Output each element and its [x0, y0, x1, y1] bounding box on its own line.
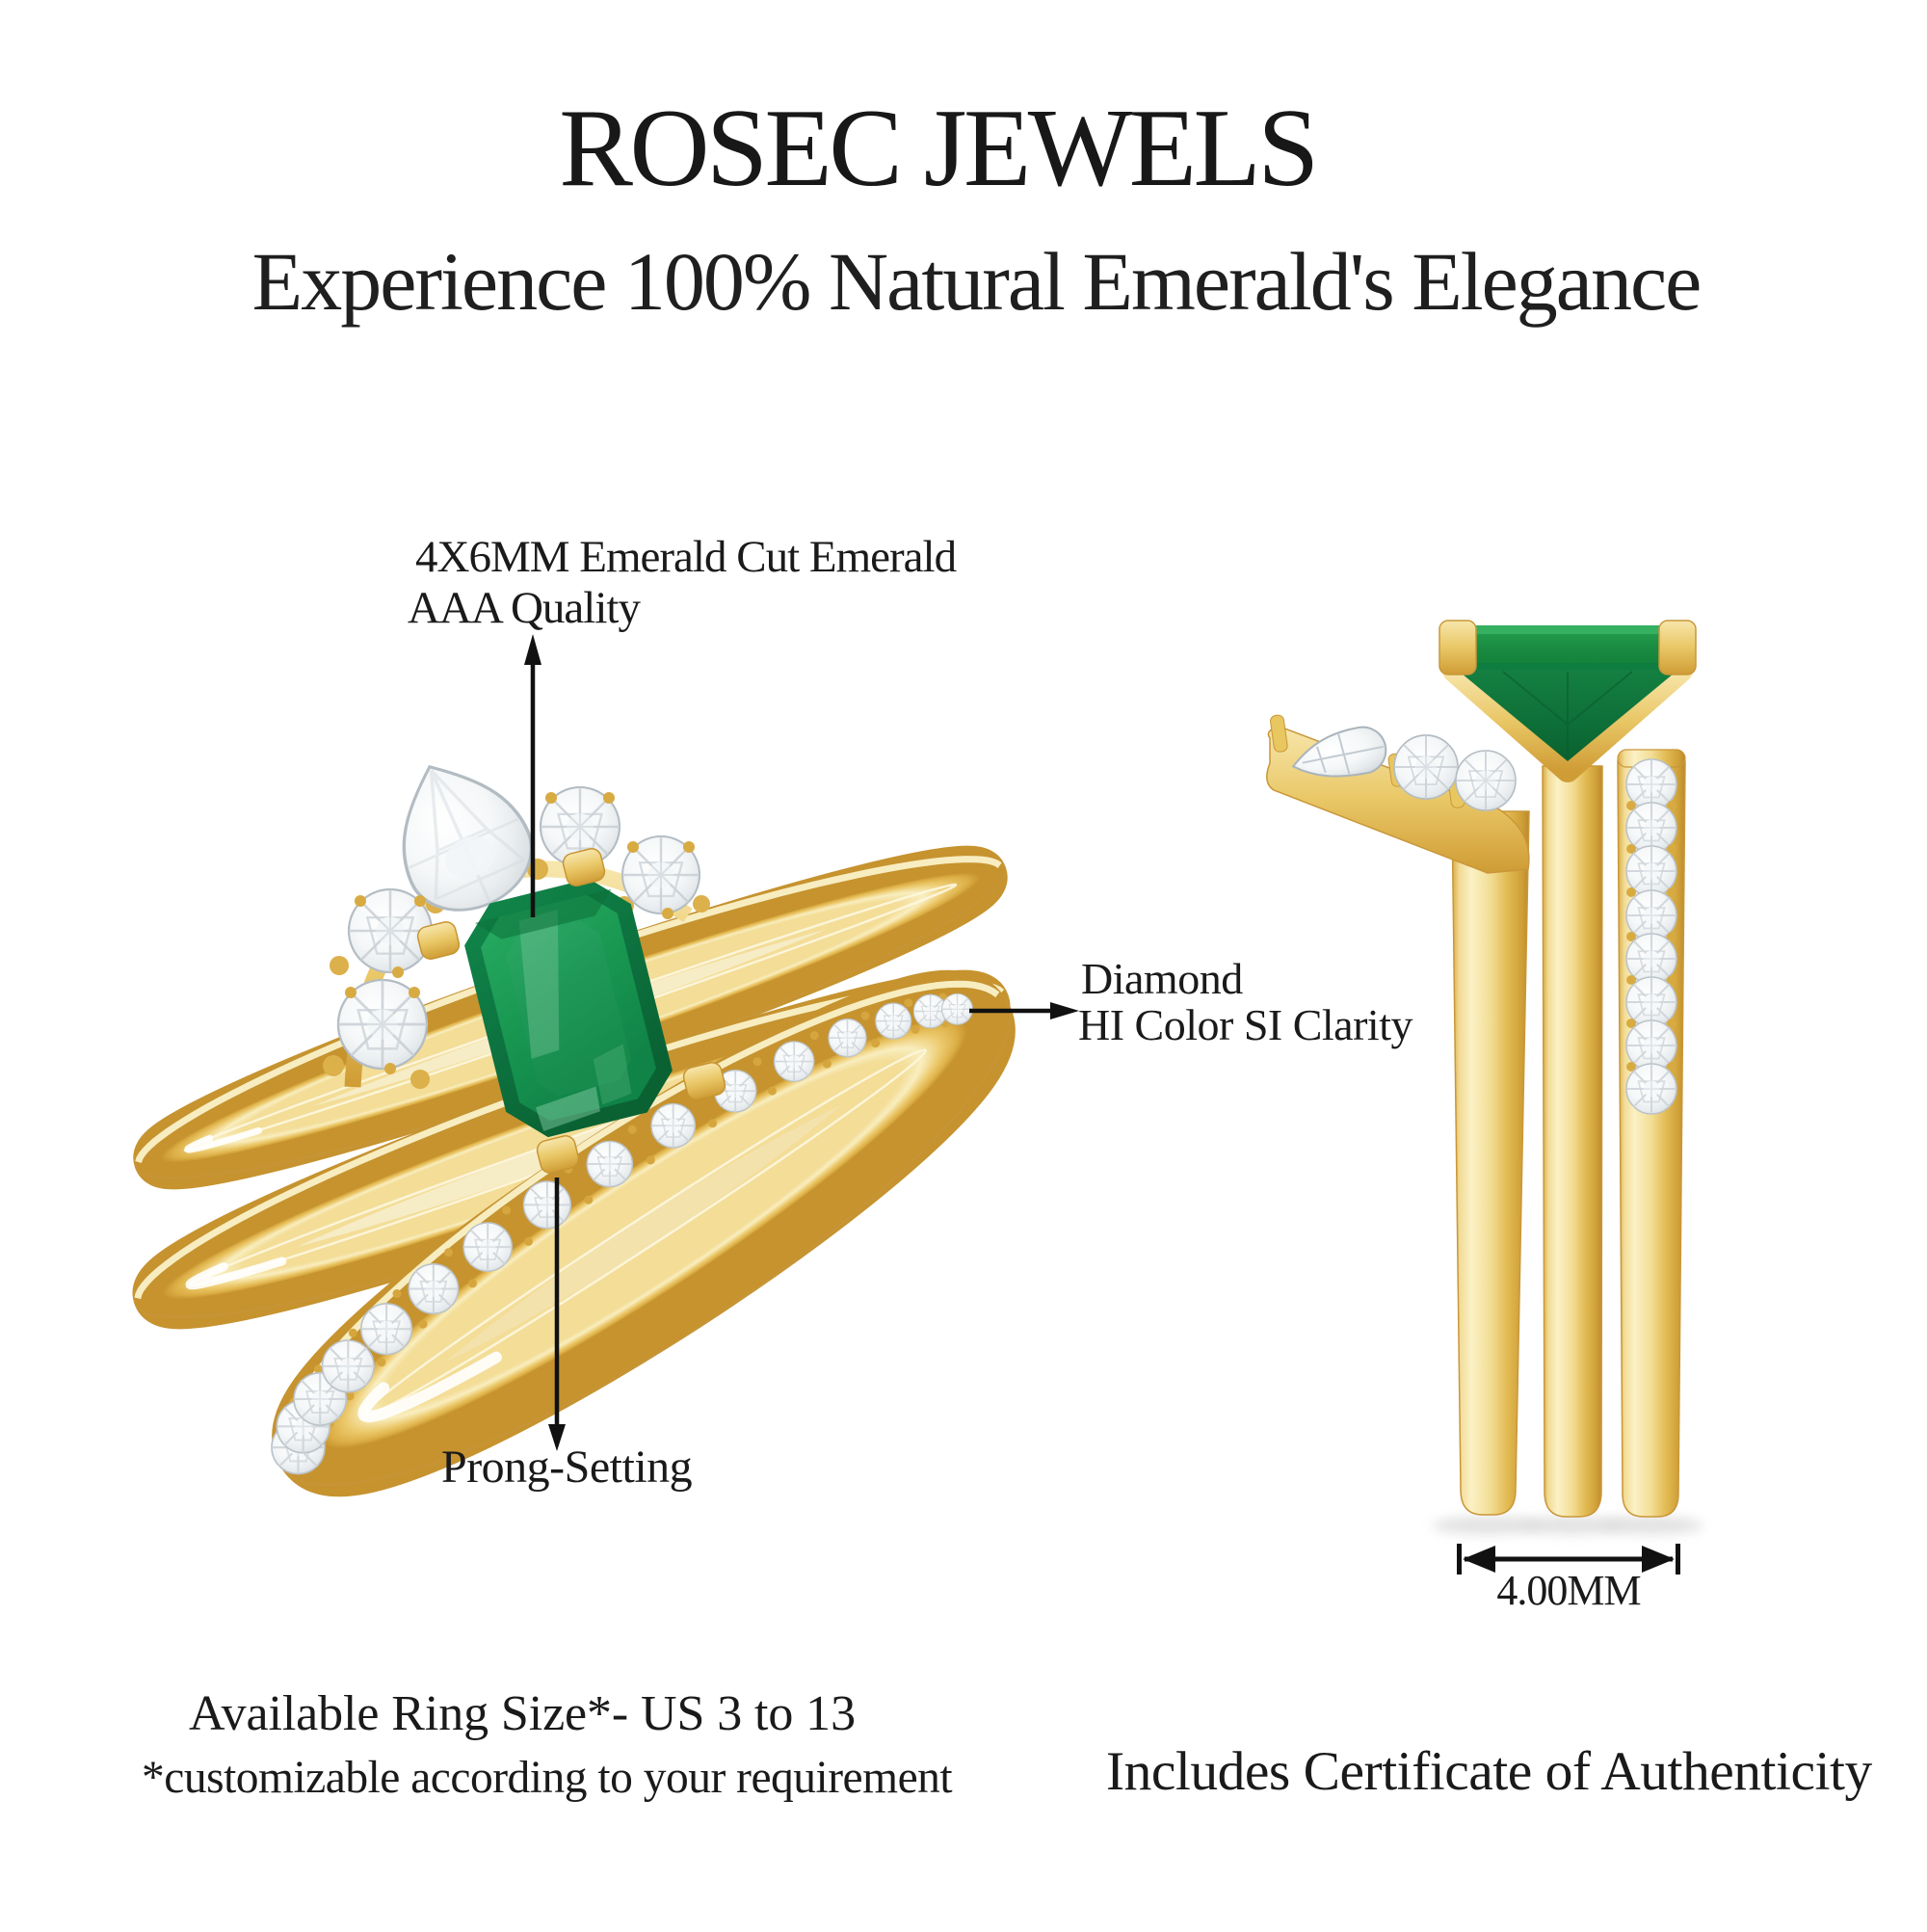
svg-text:Diamond: Diamond [1081, 954, 1243, 1003]
svg-text:4.00MM: 4.00MM [1496, 1567, 1640, 1614]
svg-text:*customizable according to you: *customizable according to your requirem… [142, 1753, 952, 1803]
svg-text:4X6MM Emerald Cut Emerald: 4X6MM Emerald Cut Emerald [415, 532, 957, 582]
svg-text:Includes Certificate of Authen: Includes Certificate of Authenticity [1106, 1741, 1872, 1802]
svg-text:Available Ring Size*- US 3 to: Available Ring Size*- US 3 to 13 [189, 1686, 856, 1741]
svg-text:AAA Quality: AAA Quality [408, 583, 641, 633]
svg-text:HI Color SI Clarity: HI Color SI Clarity [1078, 1000, 1412, 1049]
svg-text:ROSEC JEWELS: ROSEC JEWELS [559, 87, 1315, 209]
svg-text:Prong-Setting: Prong-Setting [441, 1442, 693, 1493]
svg-text:Experience 100% Natural Emeral: Experience 100% Natural Emerald's Elegan… [252, 235, 1701, 328]
